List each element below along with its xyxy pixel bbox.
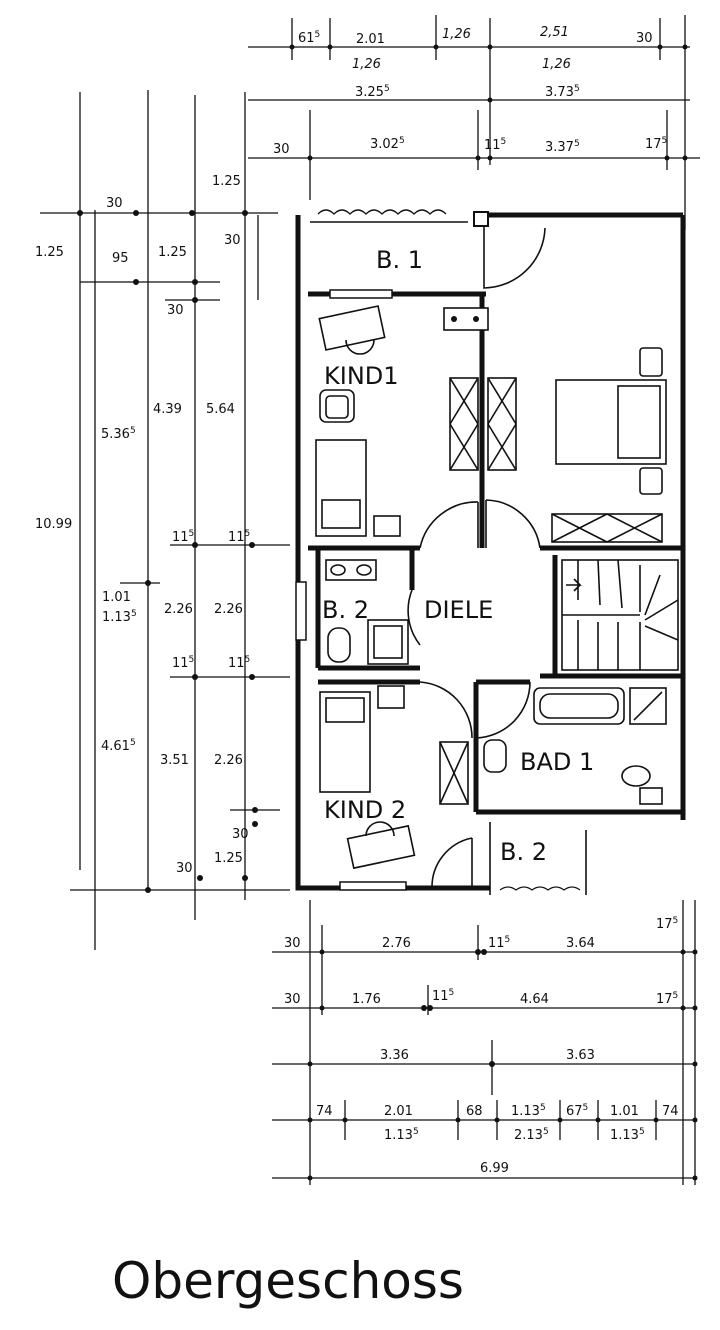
dim-label: 1.01 [610, 1104, 639, 1119]
dim-label: 30 [224, 233, 241, 248]
dim-label: 3.025 [370, 136, 405, 152]
dim-label: 615 [298, 30, 320, 46]
dim-label: 115 [172, 529, 194, 545]
dim-label: 6.99 [480, 1161, 509, 1176]
dim-label: 1,26 [442, 27, 471, 42]
room-label-kind1: KIND1 [324, 362, 399, 390]
dim-label: 3.255 [355, 84, 390, 100]
dim-label: 115 [484, 137, 506, 153]
dim-label: 1.135 [384, 1127, 419, 1143]
dim-label: 74 [662, 1104, 679, 1119]
dim-label: 30 [273, 142, 290, 157]
room-label-b1: B. 1 [376, 246, 423, 274]
page-title: Obergeschoss [112, 1252, 464, 1310]
dim-label: 1.76 [352, 992, 381, 1007]
dim-label: 30 [106, 196, 123, 211]
dim-label: 1.135 [511, 1103, 546, 1119]
dim-label: 5.365 [101, 426, 136, 442]
dim-label: 2.01 [384, 1104, 413, 1119]
dim-label: 115 [432, 988, 454, 1004]
dim-label: 5.64 [206, 402, 235, 417]
staircase [561, 559, 679, 671]
dim-label: 2.01 [356, 32, 385, 47]
room-label-b2-balcony: B. 2 [500, 838, 547, 866]
dim-label: 1.25 [35, 245, 64, 260]
bottom-dimension-labels: 30 2.76 115 3.64 175 30 1.76 115 4.64 17… [284, 916, 679, 1176]
dim-label: 3.63 [566, 1048, 595, 1063]
dim-label: 2.76 [382, 936, 411, 951]
dim-label: 115 [172, 655, 194, 671]
left-dimension-labels: 1.25 30 1.25 95 1.25 30 30 5.365 4.39 5.… [35, 174, 250, 876]
room-label-b2: B. 2 [322, 596, 369, 624]
dim-label: 1.25 [212, 174, 241, 189]
dim-label: 30 [284, 992, 301, 1007]
dim-label: 1.01 [102, 590, 131, 605]
dim-label: 1.135 [610, 1127, 645, 1143]
dim-label: 175 [645, 136, 667, 152]
dim-label: 3.36 [380, 1048, 409, 1063]
dim-label: 30 [284, 936, 301, 951]
dim-label: 1.25 [158, 245, 187, 260]
dim-label: 2.26 [164, 602, 193, 617]
dim-label: 30 [167, 303, 184, 318]
dim-label: 1,26 [542, 57, 571, 72]
furniture [315, 305, 679, 870]
dim-label: 10.99 [35, 517, 72, 532]
dim-label: 74 [316, 1104, 333, 1119]
dim-label: 175 [656, 916, 678, 932]
dim-label: 115 [488, 935, 510, 951]
dim-label: 4.39 [153, 402, 182, 417]
room-label-bad1: BAD 1 [520, 748, 594, 776]
top-dimension-labels: 615 2.01 1,26 1,26 2,51 1,26 30 3.255 3.… [273, 25, 667, 157]
dim-label: 675 [566, 1103, 588, 1119]
dim-label: 3.375 [545, 139, 580, 155]
dim-label: 1.25 [214, 851, 243, 866]
bottom-dimension-lines [272, 900, 698, 1185]
room-labels: B. 1 KIND1 B. 2 DIELE BAD 1 KIND 2 B. 2 [322, 246, 594, 866]
walls [295, 209, 686, 895]
dim-label: 115 [228, 529, 250, 545]
dim-label: 115 [228, 655, 250, 671]
dim-label: 4.64 [520, 992, 549, 1007]
top-dimension-lines [248, 15, 700, 230]
dim-label: 30 [176, 861, 193, 876]
dim-label: 1,26 [352, 57, 381, 72]
dim-label: 3.64 [566, 936, 595, 951]
dim-label: 3.735 [545, 84, 580, 100]
dim-label: 30 [636, 31, 653, 46]
dim-label: 95 [112, 251, 129, 266]
dim-label: 1.135 [102, 609, 137, 625]
left-dimension-lines [40, 90, 290, 950]
dim-label: 2.26 [214, 753, 243, 768]
room-label-kind2: KIND 2 [324, 796, 406, 824]
dim-label: 175 [656, 991, 678, 1007]
dim-label: 68 [466, 1104, 483, 1119]
dim-label: 30 [232, 827, 249, 842]
room-label-diele: DIELE [424, 596, 493, 624]
dim-label: 2.26 [214, 602, 243, 617]
dim-label: 2,51 [540, 25, 569, 40]
dim-label: 3.51 [160, 753, 189, 768]
dim-label: 2.135 [514, 1127, 549, 1143]
dim-label: 4.615 [101, 738, 136, 754]
